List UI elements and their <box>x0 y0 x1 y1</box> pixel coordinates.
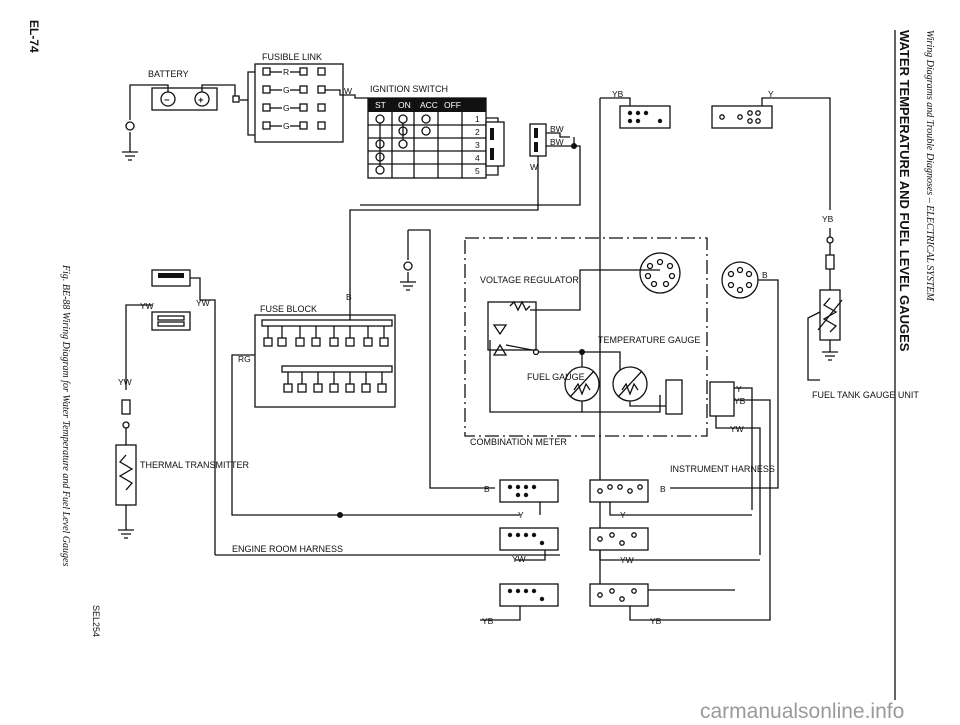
svg-text:4: 4 <box>475 153 480 163</box>
wire-label-yw-conn2: YW <box>620 555 634 565</box>
wire-label-y-conn1: Y <box>518 510 524 520</box>
diagram-title-group: WATER TEMPERATURE AND FUEL LEVEL GAUGES <box>897 30 912 352</box>
wire-label-w-ig: W <box>530 162 538 172</box>
figure-caption: Fig. BE-88 Wiring Diagram for Water Temp… <box>60 264 71 566</box>
svg-text:G: G <box>283 85 290 95</box>
ignition-header-bg <box>368 98 486 112</box>
wire-label-yw-conn1: YW <box>512 554 526 564</box>
svg-text:ON: ON <box>398 100 411 110</box>
fusible-link-rows: R G G G <box>262 67 326 131</box>
fusible-link-label: FUSIBLE LINK <box>262 52 322 62</box>
thermal-transmitter-label: THERMAL TRANSMITTER <box>140 460 250 470</box>
diagram-title: WATER TEMPERATURE AND FUEL LEVEL GAUGES <box>897 30 912 352</box>
fuse-block <box>254 314 396 408</box>
wire-label-b-fuse: B <box>346 292 352 302</box>
ignition-switch-label: IGNITION SWITCH <box>370 84 448 94</box>
wire-label-yb-top: YB <box>612 89 624 99</box>
figure-code-group: SEL254 <box>91 605 101 637</box>
combination-meter-label: COMBINATION METER <box>470 437 567 447</box>
fuse-block-label: FUSE BLOCK <box>260 304 317 314</box>
engine-room-harness-label: ENGINE ROOM HARNESS <box>232 544 343 554</box>
instrument-harness-label: INSTRUMENT HARNESS <box>670 464 775 474</box>
battery-positive-sign: + <box>198 95 204 106</box>
battery-ground-ring <box>125 121 135 131</box>
wire-label-b-meter: B <box>762 270 768 280</box>
ground-icon <box>822 340 838 361</box>
top-connector-1 <box>619 105 671 129</box>
svg-text:2: 2 <box>475 127 480 137</box>
wire-label-yb-right: YB <box>822 214 834 224</box>
svg-text:G: G <box>283 103 290 113</box>
svg-text:ACC: ACC <box>420 100 438 110</box>
wire-label-yb-meter: YB <box>734 396 746 406</box>
figure-code: SEL254 <box>91 605 101 637</box>
ground-icon <box>400 272 416 291</box>
wire-label-w: W <box>344 86 352 96</box>
ignition-contacts <box>375 114 431 175</box>
voltage-regulator-label: VOLTAGE REGULATOR <box>480 275 579 285</box>
wire-label-yb-conn2: YB <box>650 616 662 626</box>
page-number: EL-74 <box>27 20 41 53</box>
svg-text:OFF: OFF <box>444 100 461 110</box>
wire-label-yw-3: YW <box>118 377 132 387</box>
svg-text:5: 5 <box>475 166 480 176</box>
svg-text:ST: ST <box>375 100 386 110</box>
battery-label: BATTERY <box>148 69 189 79</box>
voltage-regulator <box>487 301 537 351</box>
fuse-row-bottom <box>281 365 393 393</box>
watermark: carmanualsonline.info <box>700 700 904 723</box>
figure-caption-group: Fig. BE-88 Wiring Diagram for Water Temp… <box>60 264 71 566</box>
wire-label-yw-2: YW <box>140 301 154 311</box>
meter-connector-round <box>639 252 681 294</box>
battery <box>151 87 218 111</box>
page-number-group: EL-74 <box>27 20 41 53</box>
ignition-connector <box>485 121 505 167</box>
connector-pair-yb <box>499 583 649 607</box>
temperature-gauge-label: TEMPERATURE GAUGE <box>598 335 700 345</box>
ignition-row-numbers: 1 2 3 4 5 <box>475 114 480 176</box>
wire-label-y-meter: Y <box>736 384 742 394</box>
fuel-gauge-label: FUEL GAUGE <box>527 372 585 382</box>
meter-connector <box>665 379 683 415</box>
svg-text:3: 3 <box>475 140 480 150</box>
fuel-tank-label-1: FUEL TANK GAUGE UNIT <box>812 390 919 400</box>
wire-label-y-top: Y <box>768 89 774 99</box>
wire-label-b-conn2: B <box>660 484 666 494</box>
battery-negative-sign: − <box>164 95 170 106</box>
combination-meter-frame <box>464 237 708 437</box>
svg-text:1: 1 <box>475 114 480 124</box>
wire-label-bw: BW <box>550 124 564 134</box>
connector-pair-b <box>499 479 649 503</box>
ground-icon <box>122 151 138 161</box>
svg-text:R: R <box>283 67 289 77</box>
wire-label-yb-conn1: YB <box>482 616 494 626</box>
wire-label-b-conn1: B <box>484 484 490 494</box>
section-title: Wiring Diagrams and Trouble Diagnoses – … <box>924 30 935 302</box>
thermal-transmitter <box>115 444 137 506</box>
fuse-row-top <box>261 319 393 347</box>
battery-connector <box>232 95 240 103</box>
connector-pair-yw <box>499 527 649 551</box>
wire-label-y-conn2: Y <box>620 510 626 520</box>
wire-label-yw-meter: YW <box>730 424 744 434</box>
wire-label-yw-1: YW <box>196 298 210 308</box>
section-header: Wiring Diagrams and Trouble Diagnoses – … <box>924 30 935 302</box>
fusible-link-block <box>254 63 344 143</box>
meter-harness-connector <box>709 381 735 417</box>
ground-icon <box>118 505 134 539</box>
ignition-headers: ST ON ACC OFF <box>375 100 461 110</box>
harness-connector-bottom <box>151 311 191 331</box>
wire-label-rg: RG <box>238 354 251 364</box>
wire-label-bw-2: BW <box>550 137 564 147</box>
svg-text:G: G <box>283 121 290 131</box>
